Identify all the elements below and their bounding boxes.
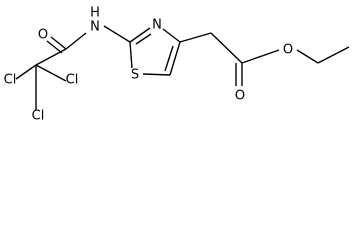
bond-amide-co-b <box>46 40 63 54</box>
atom-o-carbonyl: O <box>235 89 245 104</box>
atom-o-amide: O <box>38 28 48 43</box>
bond-s-c2 <box>129 41 133 69</box>
atom-cl-1: Cl <box>4 73 17 88</box>
bond-c4-c5-inner <box>164 45 174 72</box>
bond-ester-co-single <box>241 49 280 64</box>
atom-cl-2: Cl <box>66 73 79 88</box>
bond-c4-ch2 <box>179 32 212 43</box>
atom-h-amide: H <box>90 6 100 21</box>
bond-ch2-co <box>210 32 243 64</box>
atom-n-ring: N <box>152 18 162 33</box>
bonds <box>15 25 350 110</box>
bond-c5-s <box>142 73 171 76</box>
atom-o-ester: O <box>283 43 293 58</box>
atom-labels: O N H N S O O Cl Cl Cl <box>4 6 293 124</box>
bond-n-thiazole <box>103 25 131 43</box>
atom-cl-3: Cl <box>32 109 45 124</box>
bond-ethyl <box>317 46 350 64</box>
bond-amide-cn <box>65 32 87 50</box>
bond-n3-c4 <box>162 28 181 43</box>
bond-o-ethyl <box>296 49 319 64</box>
bond-amide-co-a <box>50 36 67 50</box>
atom-s-ring: S <box>131 68 139 83</box>
chemical-structure-diagram: O N H N S O O Cl Cl Cl <box>0 0 356 127</box>
bond-c4-c5 <box>169 41 181 76</box>
bond-c2-n3-inner <box>135 33 152 45</box>
atom-n-amide: N <box>90 20 100 35</box>
background <box>0 0 356 127</box>
bond-ccl3-cl2 <box>35 64 67 82</box>
bond-ccl3-cl1 <box>15 64 37 80</box>
bond-c2-n3 <box>129 27 151 43</box>
